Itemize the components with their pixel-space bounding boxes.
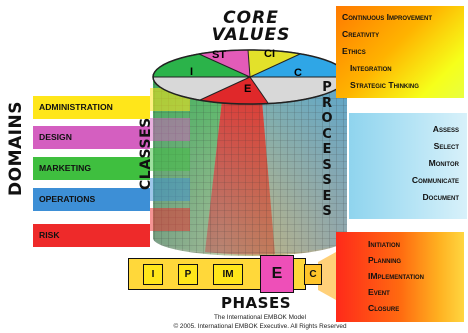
core-value-item: Integration: [350, 63, 392, 73]
domain-band-risk: RISK: [33, 224, 150, 247]
process-item: Communicate: [411, 175, 459, 185]
domain-band-operations: OPERATIONS: [33, 188, 150, 211]
processes-label: PROCESSES: [321, 80, 333, 219]
phases-label: PHASES: [220, 294, 291, 312]
phase-item: Closure: [368, 303, 400, 313]
process-item: Assess: [432, 124, 459, 134]
domain-band-design: DESIGN: [33, 126, 150, 149]
process-item: Monitor: [428, 158, 459, 168]
pie-label-st: ST: [212, 49, 227, 61]
domain-label: ADMINISTRATION: [39, 102, 113, 112]
pie-label-ci: CI: [264, 48, 275, 60]
phase-cell-i: I: [143, 264, 163, 285]
core-values-title-line2: VALUES: [211, 25, 291, 45]
phase-cell-c: C: [304, 264, 322, 285]
domain-band-administration: ADMINISTRATION: [33, 96, 150, 119]
core-values-list: Continuous Improvement Creativity Ethics…: [336, 6, 464, 98]
pie-label-e: E: [244, 83, 252, 95]
pie-label-i: I: [190, 66, 194, 78]
phase-item: Planning: [368, 255, 402, 265]
process-item: Select: [433, 141, 459, 151]
phase-item: Initiation: [368, 239, 400, 249]
core-value-item: Ethics: [342, 46, 366, 56]
phase-cell-e: E: [260, 255, 294, 293]
domain-label: OPERATIONS: [39, 194, 96, 204]
core-value-item: Creativity: [342, 29, 380, 39]
domain-label: MARKETING: [39, 163, 92, 173]
core-value-item: Strategic Thinking: [350, 80, 419, 90]
phases-list: Initiation Planning IMplementation Event…: [336, 232, 464, 322]
domain-band-marketing: MARKETING: [33, 157, 150, 180]
processes-list: Assess Select Monitor Communicate Docume…: [349, 113, 467, 219]
domain-label: DESIGN: [39, 132, 72, 142]
pie-label-c: C: [294, 67, 302, 79]
classes-label: CLASSES: [138, 117, 154, 190]
phase-cell-p: P: [178, 264, 198, 285]
caption-copyright: © 2005. International EMBOK Executive. A…: [173, 323, 347, 330]
phase-cell-im: IM: [213, 264, 243, 285]
domains-label: DOMAINS: [6, 101, 26, 196]
domain-label: RISK: [39, 230, 60, 240]
core-values-title-line1: CORE: [223, 8, 279, 28]
caption-title: The International EMBOK Model: [214, 314, 306, 321]
process-item: Document: [422, 192, 459, 202]
phase-item: IMplementation: [368, 271, 424, 281]
core-value-item: Continuous Improvement: [342, 12, 432, 22]
phase-item: Event: [368, 287, 390, 297]
